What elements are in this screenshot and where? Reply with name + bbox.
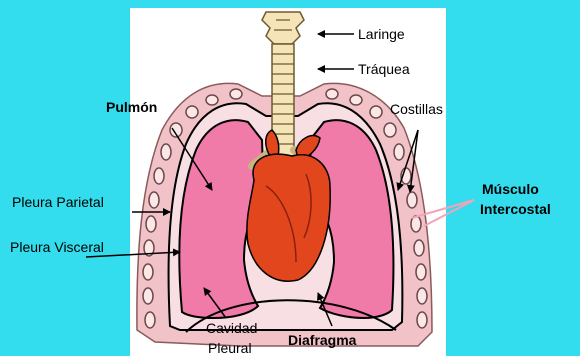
label-pulmon: Pulmón [106, 99, 157, 115]
label-cavidad: Cavidad [206, 320, 257, 336]
label-pleural: Pleural [208, 340, 252, 356]
label-traquea: Tráquea [358, 61, 410, 77]
label-laringe: Laringe [358, 26, 405, 42]
label-pleura-parietal: Pleura Parietal [12, 194, 104, 210]
label-intercostal: Intercostal [480, 201, 551, 217]
label-costillas: Costillas [390, 101, 443, 117]
label-musculo: Músculo [482, 181, 539, 197]
label-pleura-visceral: Pleura Visceral [10, 239, 104, 255]
label-diafragma: Diafragma [288, 332, 357, 348]
